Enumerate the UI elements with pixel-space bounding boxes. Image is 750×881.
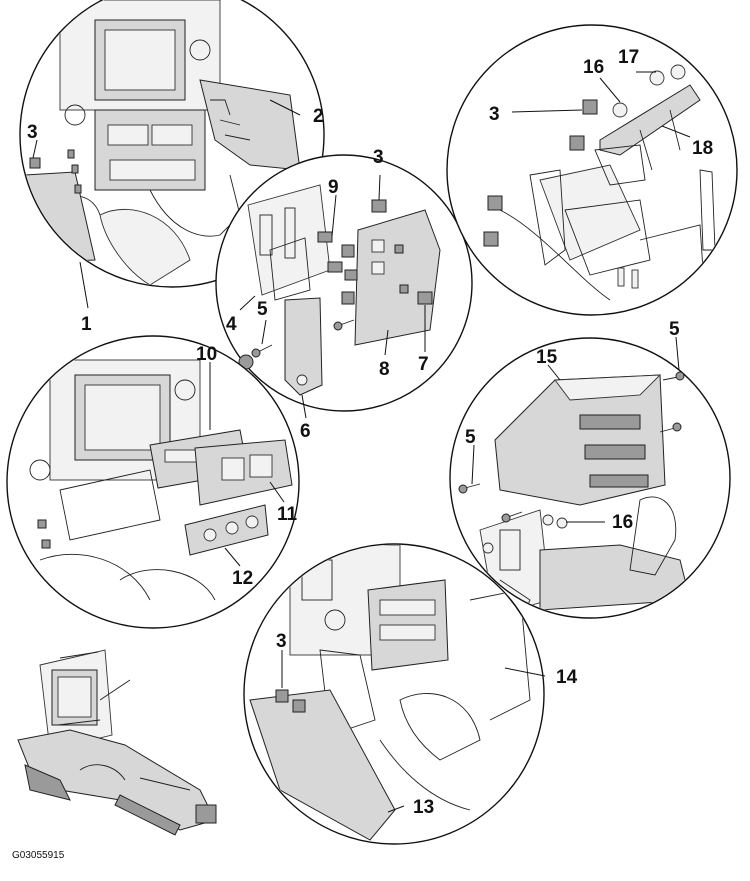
callout-1: 1 (81, 314, 92, 335)
figure-id: G03055915 (12, 850, 65, 861)
detail-view-side-panel-fasteners (215, 154, 473, 419)
callout-12: 12 (232, 568, 253, 589)
radio-panel-parts (149, 429, 293, 556)
callout-17: 17 (618, 47, 639, 68)
locator-view-center-console (17, 649, 217, 836)
callout-15: 15 (536, 347, 558, 368)
callout-4: 4 (226, 314, 237, 335)
callout-8: 8 (379, 359, 390, 380)
callout-3c: 3 (489, 104, 500, 125)
callout-11: 11 (277, 504, 298, 525)
callout-5b: 5 (465, 427, 476, 448)
callout-3d: 3 (276, 631, 287, 652)
callout-18: 18 (692, 138, 713, 159)
callout-16a: 16 (583, 57, 604, 78)
callout-3a: 3 (27, 122, 38, 143)
detail-view-radio-panel (6, 335, 300, 629)
detail-view-storage-compartment (449, 336, 731, 619)
callout-5a: 5 (257, 299, 268, 320)
callout-7: 7 (418, 354, 429, 375)
callout-14: 14 (556, 667, 578, 688)
callout-2: 2 (313, 106, 324, 127)
callout-3b: 3 (373, 147, 384, 168)
callout-9: 9 (328, 177, 339, 198)
callout-16b: 16 (612, 512, 633, 533)
detail-view-mounting-bracket (446, 24, 738, 316)
callout-6: 6 (300, 421, 311, 442)
callout-13: 13 (413, 797, 434, 818)
detail-view-lower-trim (243, 543, 546, 845)
callout-5c: 5 (669, 319, 680, 340)
callout-10: 10 (196, 344, 217, 365)
screw-group (238, 199, 433, 370)
detail-view-center-console-trim (19, 0, 325, 309)
callout-labels: 1 2 3 3 3 3 4 5 5 5 6 7 8 9 10 11 12 13 … (27, 47, 713, 818)
